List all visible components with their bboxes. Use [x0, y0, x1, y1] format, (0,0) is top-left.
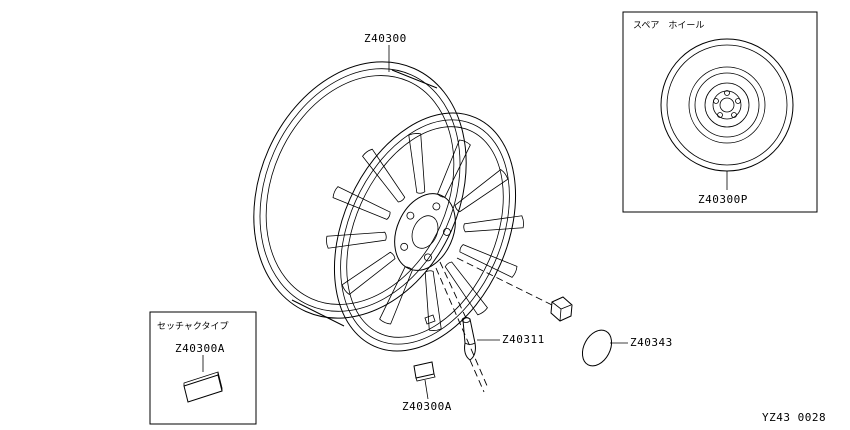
adhesive-type-box: セッチャクタイプ Z40300A — [149, 311, 257, 425]
main-wheel — [253, 61, 524, 352]
diagram-code: YZ43 0028 — [762, 411, 826, 424]
clip-weight — [413, 361, 436, 400]
spare-wheel-box: スペア ホイール Z40300P — [622, 11, 818, 213]
spare-wheel — [660, 38, 794, 172]
spare-wheel-label: Z40300P — [698, 193, 748, 206]
adhesive-weight — [183, 371, 223, 403]
adhesive-type-title: セッチャクタイプ — [157, 321, 229, 332]
center-cap — [581, 329, 613, 367]
main-wheel-label: Z40300 — [364, 32, 407, 45]
spare-wheel-title: スペア ホイール — [633, 20, 704, 31]
valve-label: Z40311 — [502, 333, 545, 346]
clip-weight-label: Z40300A — [402, 400, 452, 413]
wheel-nut — [550, 296, 573, 322]
adhesive-weight-label: Z40300A — [175, 342, 225, 355]
cap-label: Z40343 — [630, 336, 673, 349]
